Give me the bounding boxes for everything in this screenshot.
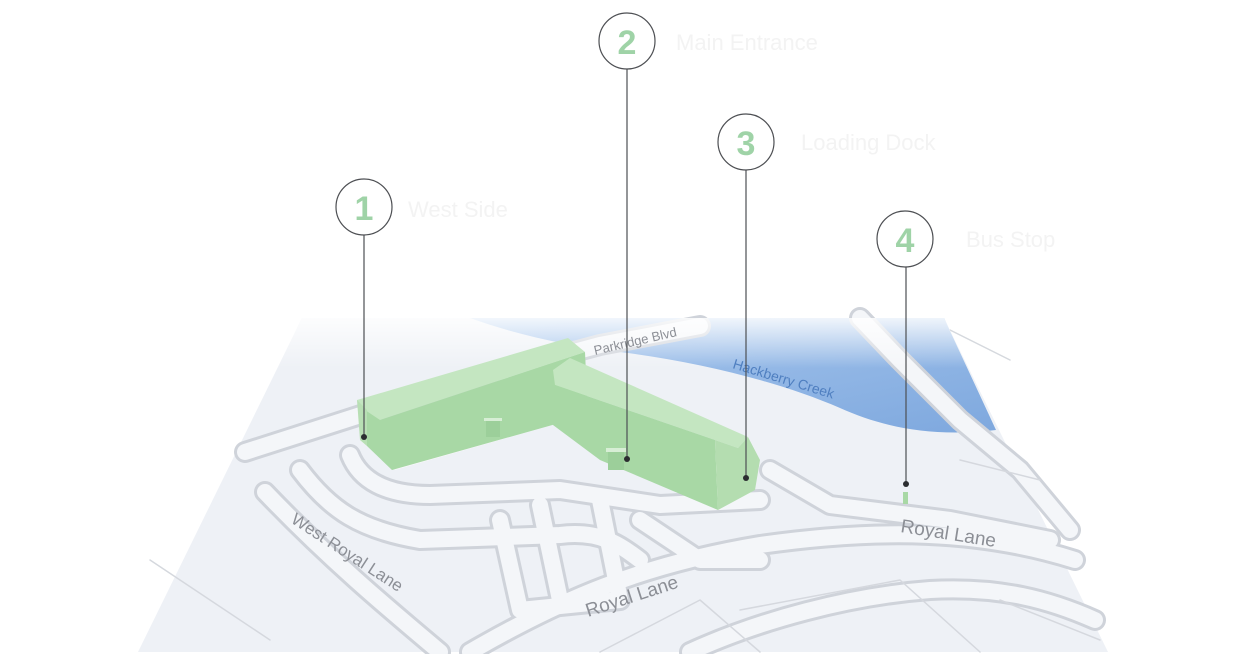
marker-1-label: West Side [408, 197, 508, 222]
marker-3[interactable]: 3 Loading Dock [717, 113, 937, 481]
marker-1[interactable]: 1 West Side [335, 178, 508, 440]
marker-4[interactable]: 4 Bus Stop [876, 210, 1055, 487]
building-complex [357, 338, 908, 510]
marker-1-number: 1 [355, 190, 374, 228]
marker-4-label: Bus Stop [966, 227, 1055, 252]
marker-2[interactable]: 2 Main Entrance [598, 12, 818, 462]
marker-3-label: Loading Dock [801, 130, 937, 155]
marker-3-number: 3 [737, 125, 756, 163]
marker-4-number: 4 [896, 222, 915, 260]
marker-2-number: 2 [618, 24, 637, 62]
marker-2-label: Main Entrance [676, 30, 818, 55]
